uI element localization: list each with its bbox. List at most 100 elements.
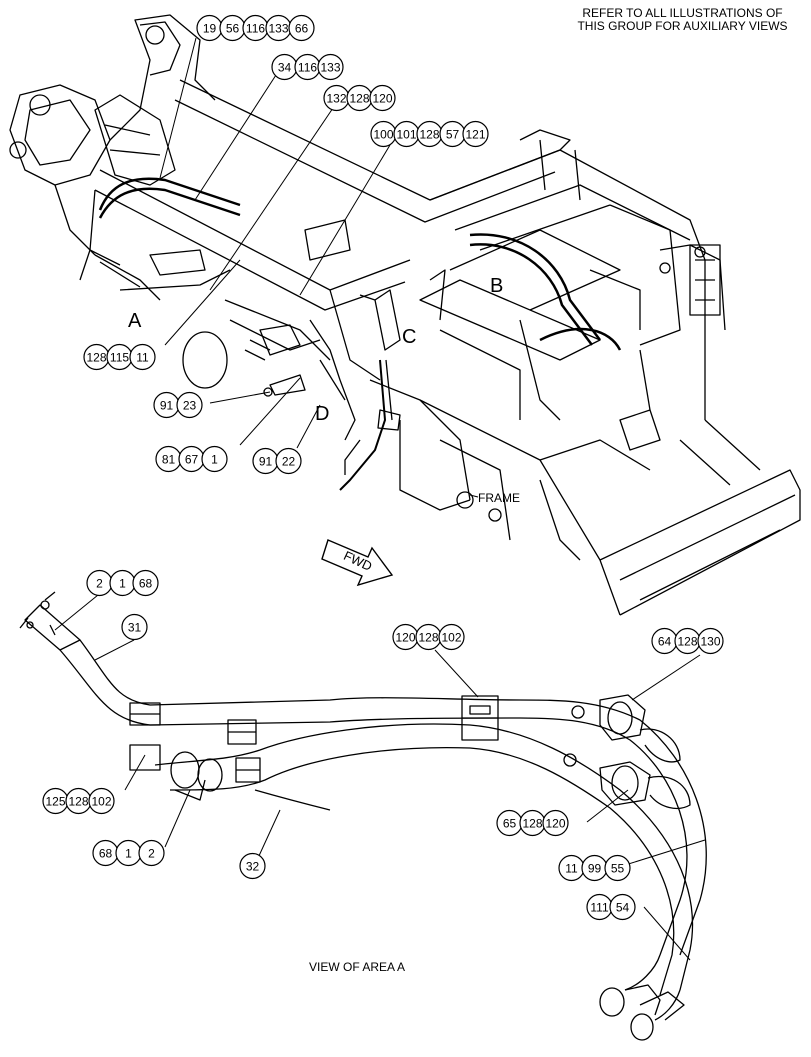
callout-number: 101 (396, 128, 416, 142)
machine-frame-illustration (9, 14, 801, 616)
callout-number: 100 (373, 128, 393, 142)
callout-bubble (275, 447, 302, 475)
area-label-a: A (128, 310, 142, 332)
callout-number: 91 (259, 455, 273, 469)
forward-arrow-icon: FWD (321, 539, 394, 587)
callout-number: 2 (96, 577, 103, 591)
callout-bubble (239, 852, 266, 880)
callout-number: 128 (68, 795, 88, 809)
callout-bubble (609, 893, 636, 921)
callout-number: 68 (139, 577, 153, 591)
callout-c17: 11 99 55 (558, 854, 631, 882)
callout-c8: 91 22 (252, 447, 302, 475)
callout-number: 1 (211, 453, 218, 467)
area-label-c: C (402, 326, 416, 348)
callout-number: 120 (395, 631, 415, 645)
view-area-a-illustration (19, 591, 707, 1041)
callout-number: 11 (565, 862, 578, 876)
callout-bubble (542, 809, 569, 837)
frame-label: FRAME (478, 491, 520, 505)
callout-c16: 32 (239, 852, 266, 880)
callout-number: 125 (45, 795, 65, 809)
callout-number: 115 (110, 351, 129, 365)
callout-number: 116 (298, 61, 317, 75)
callout-c10: 31 (121, 613, 148, 641)
callout-bubble (288, 14, 315, 42)
callout-number: 56 (226, 22, 240, 36)
callout-bubble (138, 839, 165, 867)
callout-number: 54 (616, 901, 630, 915)
callout-number: 11 (136, 351, 149, 365)
header-note: REFER TO ALL ILLUSTRATIONS OF THIS GROUP… (555, 7, 810, 33)
callout-number: 23 (183, 399, 197, 413)
callout-bubble (369, 84, 396, 112)
callout-c9: 2 1 68 (86, 569, 159, 597)
callout-bubble (201, 445, 228, 473)
callout-number: 128 (418, 631, 438, 645)
callout-number: 68 (99, 847, 113, 861)
callout-number: 102 (441, 631, 461, 645)
callout-number: 57 (446, 128, 460, 142)
callout-number: 128 (522, 817, 542, 831)
callout-number: 99 (588, 862, 602, 876)
area-label-d: D (315, 403, 329, 425)
callout-number: 91 (160, 399, 174, 413)
callout-number: 19 (203, 22, 217, 36)
callout-number: 81 (162, 453, 176, 467)
frame-leader (469, 494, 479, 498)
callout-number: 128 (677, 635, 697, 649)
callout-number: 2 (148, 847, 155, 861)
callout-number: 111 (590, 901, 609, 915)
callout-number: 128 (349, 92, 369, 106)
callout-number: 121 (465, 128, 485, 142)
callout-number: 55 (611, 862, 625, 876)
callout-c5: 128 115 11 (83, 343, 156, 371)
callout-number: 133 (268, 22, 288, 36)
callout-number: 130 (700, 635, 720, 649)
callout-bubble (462, 120, 489, 148)
callout-number: 34 (278, 61, 292, 75)
upper-leader-lines (159, 37, 391, 449)
callout-number: 67 (185, 453, 199, 467)
callout-number: 22 (282, 455, 296, 469)
callout-number: 65 (503, 817, 517, 831)
header-note-line-1: REFER TO ALL ILLUSTRATIONS OF (582, 6, 783, 20)
callout-c7: 81 67 1 (155, 445, 228, 473)
callout-number: 32 (246, 860, 260, 874)
callout-bubble (697, 627, 724, 655)
callout-number: 133 (320, 61, 340, 75)
area-label-b: B (490, 275, 503, 297)
callout-number: 128 (419, 128, 439, 142)
callout-c18: 111 54 (586, 893, 636, 921)
callout-number: 120 (545, 817, 565, 831)
callout-number: 31 (128, 621, 142, 635)
callout-bubble (438, 623, 465, 651)
callout-c6: 91 23 (153, 391, 203, 419)
header-note-line-2: THIS GROUP FOR AUXILIARY VIEWS (577, 19, 788, 33)
callout-bubble (176, 391, 203, 419)
lower-leader-lines (54, 594, 706, 961)
callout-bubble (132, 569, 159, 597)
callout-number: 1 (119, 577, 126, 591)
callout-c15: 68 1 2 (92, 839, 165, 867)
callout-number: 116 (246, 22, 265, 36)
callout-number: 132 (326, 92, 346, 106)
callout-number: 128 (86, 351, 106, 365)
callout-bubble (121, 613, 148, 641)
callout-number: 102 (91, 795, 111, 809)
callout-bubble (317, 53, 344, 81)
view-caption: VIEW OF AREA A (309, 960, 405, 974)
callout-number: 1 (125, 847, 132, 861)
callout-bubble (88, 787, 115, 815)
callout-number: 66 (295, 22, 309, 36)
callout-number: 64 (658, 635, 672, 649)
